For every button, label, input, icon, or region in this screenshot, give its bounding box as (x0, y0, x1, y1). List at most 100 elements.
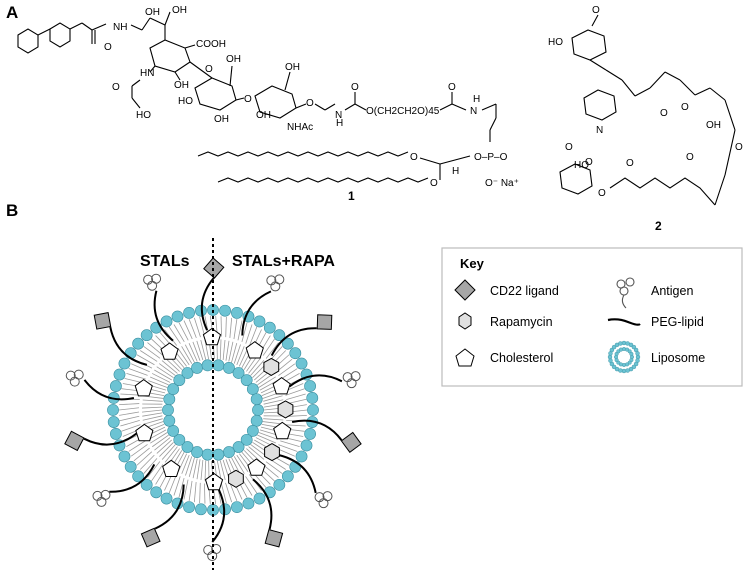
cyclohexyl-ring (571, 29, 607, 61)
lipid-head (306, 392, 319, 404)
atom-o-carbonyl2: O (448, 82, 456, 93)
triene-chain (609, 177, 716, 206)
lipid-tail (265, 342, 279, 359)
lipid-head (118, 357, 131, 370)
lipid-head (132, 337, 145, 350)
lipid-tail (192, 458, 198, 479)
lipid-tail (152, 434, 169, 448)
atom-n: N (596, 125, 603, 136)
lipid-head (281, 470, 294, 483)
mini-lipid-head (633, 361, 639, 367)
lipid-tail (154, 369, 172, 381)
peg-lipid-tether (270, 327, 317, 357)
atom-cooh: COOH (196, 39, 226, 50)
cholesterol-shape (135, 423, 154, 442)
lipid-head (253, 492, 266, 505)
antigen-coil (203, 543, 222, 561)
cholesterol-shape (204, 472, 224, 491)
liposome-icon (607, 340, 641, 374)
lipid-tail (130, 363, 150, 373)
lipid-tail-2 (217, 177, 429, 183)
atom-oh-ring: OH (256, 110, 271, 121)
key-item-rapamycin: Rapamycin (458, 312, 553, 330)
diamond-icon (454, 279, 476, 301)
lipid-head (113, 368, 126, 381)
atom-hn: HN (140, 68, 154, 79)
lipid-tail (173, 324, 185, 343)
lipid-head (219, 304, 231, 317)
lipid-tail (222, 339, 226, 361)
lipid-tail (126, 373, 146, 380)
lipid-head (304, 428, 316, 440)
lipid-tail (193, 482, 197, 503)
lipid-tail-1 (197, 151, 409, 157)
lipid-head (246, 425, 259, 437)
atom-oh-4: OH (226, 54, 241, 65)
lipid-tail (233, 344, 241, 364)
lipid-tail (250, 444, 267, 457)
lipid-tail (133, 447, 150, 462)
key-label-antigen: Antigen (651, 284, 693, 298)
phenyl-ring-1 (17, 28, 39, 54)
lipid-tail (143, 418, 163, 425)
lipid-tail (139, 454, 155, 470)
mini-lipid-head (621, 340, 627, 346)
lipid-head (232, 367, 245, 379)
lipid-tail (233, 456, 245, 474)
mini-lipid-head (611, 344, 617, 350)
lipid-head (140, 329, 153, 342)
lipid-head (181, 441, 194, 453)
atom-oh-5: OH (214, 114, 229, 125)
panel-a-label: A (6, 3, 18, 22)
key-item-cd22-ligand: CD22 ligand (454, 279, 559, 301)
lipid-head (160, 492, 173, 505)
atom-ho-top: HO (548, 37, 563, 48)
lipid-tail (119, 415, 140, 422)
cholesterol-shape (160, 342, 179, 360)
lipid-tail (285, 388, 305, 396)
peg-lipid-tether (109, 326, 148, 366)
lipid-head (295, 357, 308, 370)
lipid-head (231, 501, 243, 513)
lipid-tail (150, 432, 168, 444)
mini-lipid-head (628, 342, 634, 348)
lipid-tail (178, 478, 185, 498)
lipid-tail (204, 460, 207, 481)
lipid-tail (173, 476, 181, 496)
lipid-head (250, 414, 263, 427)
lipid-tail (285, 424, 306, 427)
lipid-head (212, 448, 225, 461)
key-item-cholesterol: Cholesterol (455, 348, 553, 367)
membrane-inclusions (134, 327, 294, 491)
rapamycin-shape (264, 443, 280, 462)
atom-nh-top: NH (113, 22, 127, 33)
atom-o-methoxy-mid: O (686, 152, 694, 163)
lipid-tail (228, 341, 234, 362)
lipid-head (246, 383, 259, 395)
atom-h-stereo: H (452, 166, 459, 177)
antigen-coil (143, 273, 162, 291)
lipid-tail (168, 474, 177, 494)
lipid-tail (258, 376, 276, 388)
peg-lipid-icon (607, 318, 641, 326)
mini-lipid-head (609, 347, 615, 353)
antigen-icon (616, 277, 635, 309)
lipid-head (240, 433, 253, 446)
lipid-tail (263, 399, 284, 405)
lipid-tail (161, 360, 178, 374)
lipid-head (173, 433, 186, 446)
cd22-ligand-diamond (140, 527, 161, 548)
lipid-tail (236, 454, 249, 472)
lipid-head (160, 315, 173, 328)
lipid-tail (265, 461, 283, 474)
mini-lipid-head (635, 351, 640, 356)
atom-o-rapa-b: O (585, 157, 593, 168)
lipid-tail (259, 380, 278, 391)
peg-lipid-tether (109, 463, 156, 493)
lipid-tail (161, 444, 176, 460)
lipid-tail (141, 409, 163, 413)
lipid-tail (177, 348, 190, 366)
mini-lipid-head (618, 341, 623, 346)
lipid-tail (149, 376, 169, 386)
lipid-tail (188, 480, 193, 501)
